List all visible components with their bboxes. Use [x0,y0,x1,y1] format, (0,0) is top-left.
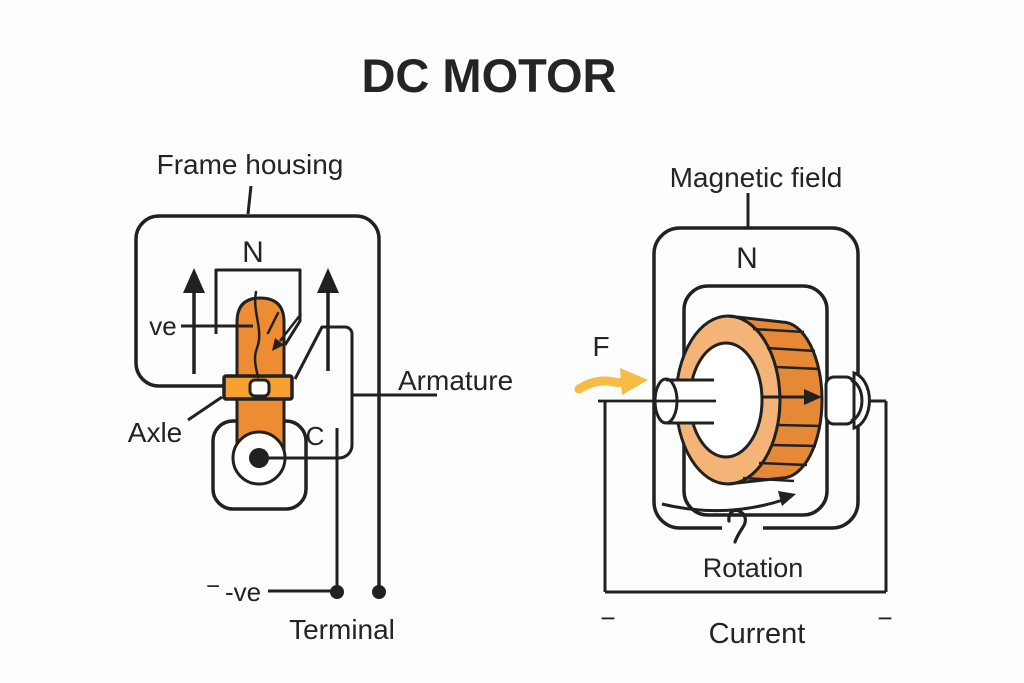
rotor-winding-slash [266,311,280,335]
field-arrow-left-icon [183,268,205,293]
motor-front-view: Frame housing N ve Axle Armature C − -ve… [128,149,513,645]
page-title: DC MOTOR [361,49,616,102]
rotation-arrow-shaft [661,498,784,513]
rotation-arrow-icon [778,491,796,506]
drum-segment-line [766,346,816,353]
drum-current-arrow-icon [804,389,822,405]
current-label: Current [709,618,806,650]
frame-housing-leader [246,185,253,215]
negative-minus-sign: − [206,573,220,600]
frame-housing-label: Frame housing [157,149,344,180]
frame-housing-outline [134,214,381,592]
field-arrow-right-icon [317,268,339,293]
force-arrow-icon [620,368,648,395]
drum-segment-line [758,461,808,467]
commutator-contact-square [248,378,271,398]
commutator-contact-label: C [306,421,325,451]
armature-label: Armature [398,365,513,396]
negative-lead-label: -ve [225,577,261,607]
drum-segment-line [777,423,822,428]
magnetic-field-label: Magnetic field [670,162,843,193]
stator-outline [652,226,860,530]
n-pole-outline [214,268,302,346]
axle-shaft-dot [249,448,269,468]
drum-segment-lines [742,327,822,483]
south-pole-hook [727,508,747,544]
brush-arm [262,325,354,460]
n-pole-label-side: N [736,242,758,275]
force-arrow-shaft [574,376,630,394]
armature-drum-body [726,314,824,486]
bearing-cap-arc [850,378,864,423]
bearing-cylinder [824,375,856,426]
drum-segment-line [742,476,795,483]
minus-sign-right: − [877,603,892,633]
terminal-label: Terminal [289,614,395,645]
terminal-dot-right [372,585,386,599]
axle-label: Axle [128,417,182,448]
rotation-label: Rotation [703,553,804,583]
minus-sign-left: − [600,603,615,633]
force-label: F [592,331,609,362]
n-pole-label: N [242,236,264,269]
ve-label: ve [149,311,176,341]
drum-segment-line [775,365,821,371]
drum-segment-line [752,327,805,334]
axle-pointer [187,395,223,422]
terminal-dot-left [330,585,344,599]
drum-segment-line [770,443,817,448]
current-direction-arrow-icon [272,338,284,351]
motor-side-view: Magnetic field N F Rotation − − Current [574,162,893,650]
rotor-winding-curve [253,290,261,379]
current-direction-arrow-shaft [279,313,302,342]
